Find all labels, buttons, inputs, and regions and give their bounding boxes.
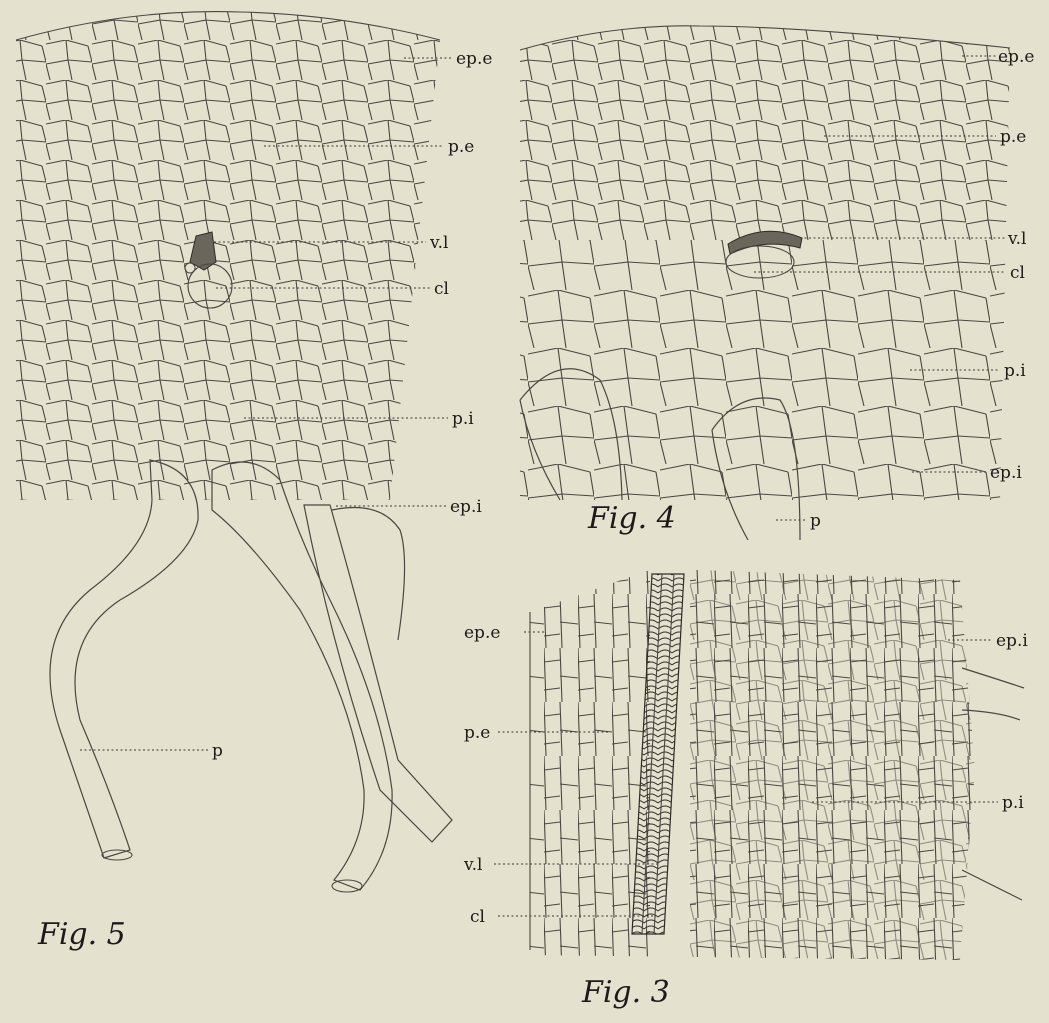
label-ep-e: ep.e <box>456 49 492 69</box>
label-ep-e: ep.e <box>998 47 1034 67</box>
figure-5-tissue <box>0 0 460 510</box>
label-p: p <box>212 741 223 761</box>
label-ep-i: ep.i <box>990 463 1022 483</box>
label-p-i: p.i <box>452 409 474 429</box>
figure-5-caption: Fig. 5 <box>37 917 126 952</box>
figure-5-hairs <box>50 460 452 892</box>
label-v-l: v.l <box>429 233 448 253</box>
figure-3-tissue <box>520 560 980 970</box>
figure-4-caption: Fig. 4 <box>587 501 676 536</box>
figure-4: ep.e p.e v.l cl p.i ep.i p Fig. 4 <box>510 20 1034 540</box>
label-cl: cl <box>1010 263 1025 283</box>
label-p-i: p.i <box>1002 793 1024 813</box>
label-ep-i: ep.i <box>996 631 1028 651</box>
label-p: p <box>810 511 821 531</box>
label-v-l: v.l <box>463 855 482 875</box>
label-p-e: p.e <box>464 723 490 743</box>
label-v-l: v.l <box>1007 229 1026 249</box>
label-p-e: p.e <box>1000 127 1026 147</box>
label-cl: cl <box>470 907 485 927</box>
label-ep-i: ep.i <box>450 497 482 517</box>
label-p-e: p.e <box>448 137 474 157</box>
figure-3-caption: Fig. 3 <box>581 975 670 1010</box>
figure-4-tissue <box>510 20 1020 510</box>
label-p-i: p.i <box>1004 361 1026 381</box>
figure-3: ep.e ep.i p.e p.i v.l cl Fig. 3 <box>463 560 1028 1010</box>
figure-5: ep.e p.e v.l cl p.i ep.i p Fig. 5 <box>0 0 492 952</box>
label-ep-e: ep.e <box>464 623 500 643</box>
label-cl: cl <box>434 279 449 299</box>
